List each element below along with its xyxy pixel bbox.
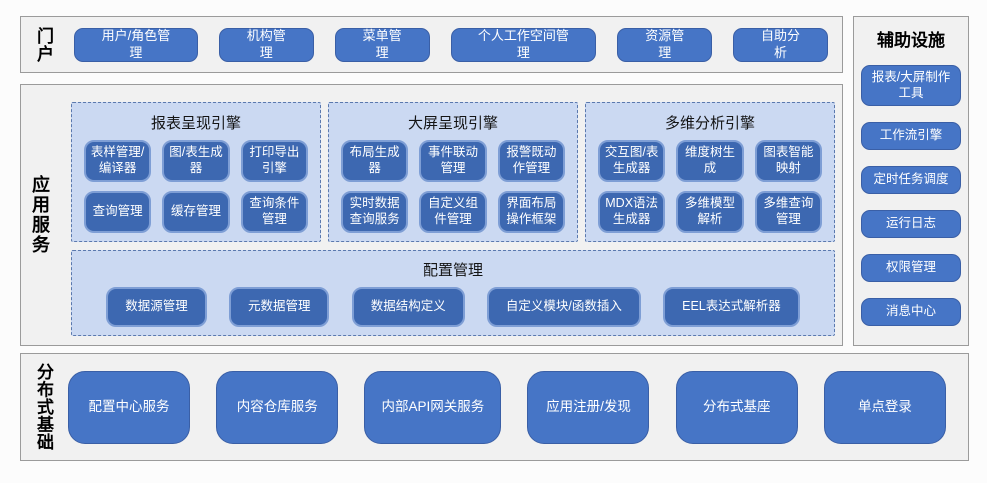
button-metadata-mgmt[interactable]: 元数据管理 <box>228 287 330 327</box>
button-interactive-chart-generator[interactable]: 交互图/表生成器 <box>598 140 666 182</box>
distributed-base-label: 分布式基础 <box>34 363 53 451</box>
button-org-mgmt[interactable]: 机构管理 <box>218 27 314 62</box>
button-query-mgmt[interactable]: 查询管理 <box>84 191 152 233</box>
button-ui-layout-framework[interactable]: 界面布局操作框架 <box>497 191 565 233</box>
button-realtime-data-query[interactable]: 实时数据查询服务 <box>341 191 409 233</box>
bigscreen-engine-box: 大屏呈现引擎 布局生成器 事件联动管理 报警既动作管理 实时数据查询服务 自定义… <box>328 102 578 242</box>
button-workflow-engine[interactable]: 工作流引擎 <box>861 121 961 150</box>
auxiliary-section: 辅助设施 报表/大屏制作工具 工作流引擎 定时任务调度 运行日志 权限管理 消息… <box>853 16 969 346</box>
button-dimension-tree-generation[interactable]: 维度树生成 <box>676 140 744 182</box>
bigscreen-engine-title: 大屏呈现引擎 <box>407 115 498 132</box>
button-permission-mgmt[interactable]: 权限管理 <box>861 253 961 282</box>
button-self-service-analysis[interactable]: 自助分析 <box>733 27 828 62</box>
button-event-linkage-mgmt[interactable]: 事件联动管理 <box>419 140 487 182</box>
distributed-button-row: 配置中心服务 内容仓库服务 内部API网关服务 应用注册/发现 分布式基座 单点… <box>52 370 946 444</box>
button-single-sign-on[interactable]: 单点登录 <box>823 370 946 444</box>
button-distributed-base-platform[interactable]: 分布式基座 <box>675 370 798 444</box>
config-mgmt-title: 配置管理 <box>422 262 483 279</box>
config-button-row: 数据源管理 元数据管理 数据结构定义 自定义模块/函数插入 EEL表达式解析器 <box>84 287 822 327</box>
report-engine-title: 报表呈现引擎 <box>150 115 241 132</box>
portal-section-label: 门户 <box>34 26 53 63</box>
olap-engine-title: 多维分析引擎 <box>664 115 755 132</box>
portal-section: 门户 用户/角色管理 机构管理 菜单管理 个人工作空间管理 资源管理 自助分析 <box>20 16 843 73</box>
button-content-repo-service[interactable]: 内容仓库服务 <box>216 370 339 444</box>
button-custom-component-mgmt[interactable]: 自定义组件管理 <box>419 191 487 233</box>
button-app-registration-discovery[interactable]: 应用注册/发现 <box>527 370 650 444</box>
button-personal-workspace-mgmt[interactable]: 个人工作空间管理 <box>450 27 597 62</box>
app-services-section-label: 应用服务 <box>30 175 50 255</box>
portal-button-row: 用户/角色管理 机构管理 菜单管理 个人工作空间管理 资源管理 自助分析 <box>52 27 828 62</box>
report-engine-grid: 表样管理/编译器 图/表生成器 打印导出引擎 查询管理 缓存管理 查询条件管理 <box>81 140 311 233</box>
button-query-condition-mgmt[interactable]: 查询条件管理 <box>240 191 308 233</box>
button-eel-expression-parser[interactable]: EEL表达式解析器 <box>663 287 800 327</box>
button-multidim-model-parsing[interactable]: 多维模型解析 <box>676 191 744 233</box>
config-mgmt-box: 配置管理 数据源管理 元数据管理 数据结构定义 自定义模块/函数插入 EEL表达… <box>71 250 835 336</box>
auxiliary-button-column: 报表/大屏制作工具 工作流引擎 定时任务调度 运行日志 权限管理 消息中心 <box>861 65 961 326</box>
button-internal-api-gateway-service[interactable]: 内部API网关服务 <box>364 370 502 444</box>
button-multidim-query-mgmt[interactable]: 多维查询管理 <box>754 191 822 233</box>
button-report-template-compiler[interactable]: 表样管理/编译器 <box>84 140 152 182</box>
app-services-section: 应用服务 报表呈现引擎 表样管理/编译器 图/表生成器 打印导出引擎 查询管理 … <box>20 84 843 346</box>
button-datasource-mgmt[interactable]: 数据源管理 <box>106 287 207 327</box>
app-services-content: 报表呈现引擎 表样管理/编译器 图/表生成器 打印导出引擎 查询管理 缓存管理 … <box>71 102 835 336</box>
button-run-logs[interactable]: 运行日志 <box>861 209 961 238</box>
button-data-structure-definition[interactable]: 数据结构定义 <box>351 287 465 327</box>
button-user-role-mgmt[interactable]: 用户/角色管理 <box>74 27 198 62</box>
button-cache-mgmt[interactable]: 缓存管理 <box>162 191 230 233</box>
auxiliary-section-title: 辅助设施 <box>877 31 945 50</box>
button-config-center-service[interactable]: 配置中心服务 <box>68 370 190 444</box>
button-custom-module-function-insert[interactable]: 自定义模块/函数插入 <box>486 287 641 327</box>
button-resource-mgmt[interactable]: 资源管理 <box>617 27 713 62</box>
button-chart-smart-mapping[interactable]: 图表智能映射 <box>754 140 822 182</box>
report-engine-box: 报表呈现引擎 表样管理/编译器 图/表生成器 打印导出引擎 查询管理 缓存管理 … <box>71 102 321 242</box>
button-report-bigscreen-authoring-tool[interactable]: 报表/大屏制作工具 <box>861 65 961 106</box>
button-chart-table-generator[interactable]: 图/表生成器 <box>162 140 230 182</box>
button-menu-mgmt[interactable]: 菜单管理 <box>334 27 430 62</box>
button-alarm-action-mgmt[interactable]: 报警既动作管理 <box>497 140 565 182</box>
button-message-center[interactable]: 消息中心 <box>861 297 961 326</box>
button-layout-generator[interactable]: 布局生成器 <box>341 140 409 182</box>
button-print-export-engine[interactable]: 打印导出引擎 <box>240 140 308 182</box>
bigscreen-engine-grid: 布局生成器 事件联动管理 报警既动作管理 实时数据查询服务 自定义组件管理 界面… <box>338 140 568 233</box>
olap-engine-grid: 交互图/表生成器 维度树生成 图表智能映射 MDX语法生成器 多维模型解析 多维… <box>595 140 825 233</box>
engine-row: 报表呈现引擎 表样管理/编译器 图/表生成器 打印导出引擎 查询管理 缓存管理 … <box>71 102 835 242</box>
button-scheduled-task-scheduling[interactable]: 定时任务调度 <box>861 165 961 194</box>
olap-engine-box: 多维分析引擎 交互图/表生成器 维度树生成 图表智能映射 MDX语法生成器 多维… <box>585 102 835 242</box>
distributed-base-section: 分布式基础 配置中心服务 内容仓库服务 内部API网关服务 应用注册/发现 分布… <box>20 353 969 461</box>
button-mdx-syntax-generator[interactable]: MDX语法生成器 <box>598 191 666 233</box>
